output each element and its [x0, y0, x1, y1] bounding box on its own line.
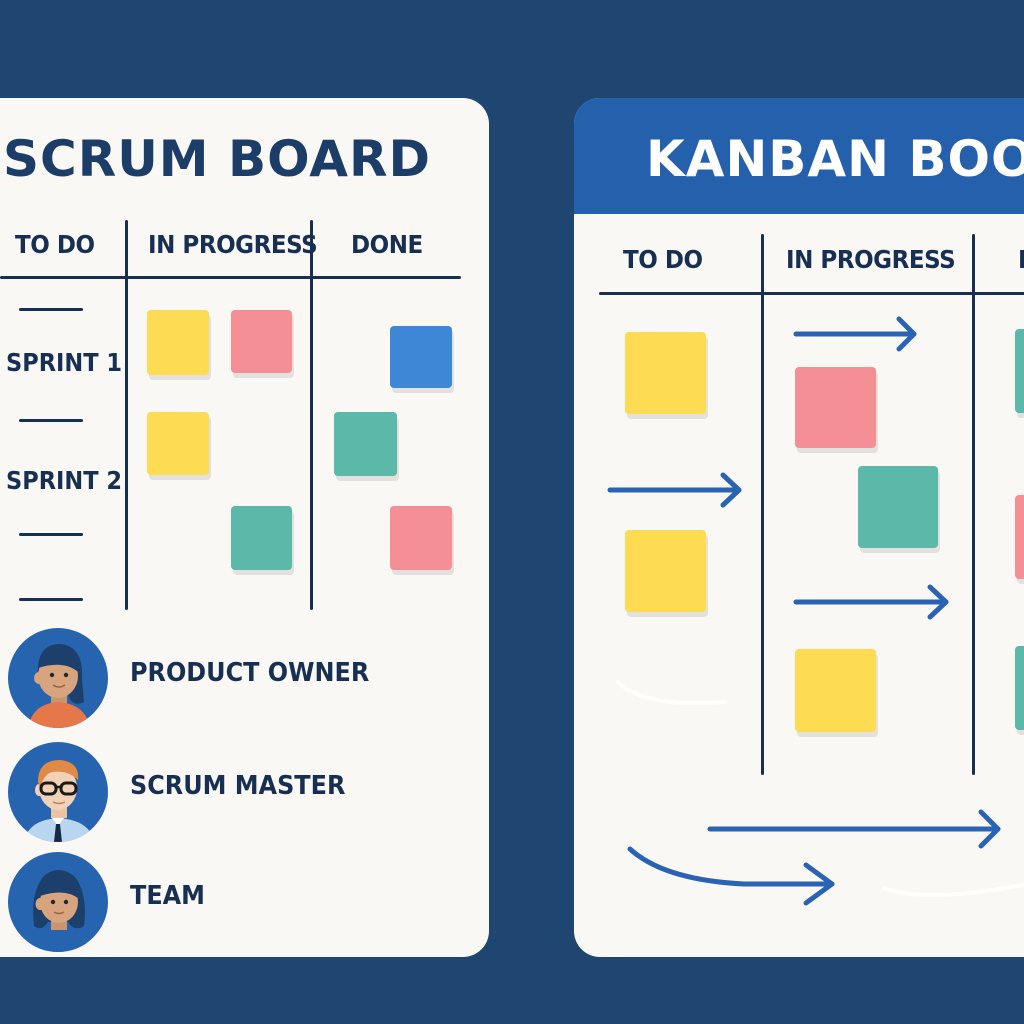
- scrum-master-label: SCRUM MASTER: [130, 771, 346, 801]
- kanban-column-header-in-progress: IN PROGRESS: [786, 245, 956, 274]
- kanban-column-divider: [761, 234, 764, 775]
- team-avatar: [8, 852, 108, 952]
- woman-avatar-icon: [28, 870, 90, 952]
- curved-flow-arrow-icon: [627, 846, 835, 906]
- scrum-board-title: SCRUM BOARD: [3, 130, 431, 188]
- scrum-column-header-in-progress: IN PROGRESS: [148, 230, 318, 259]
- sticky-note-yellow[interactable]: [795, 649, 876, 732]
- sticky-note-teal[interactable]: [1015, 646, 1024, 730]
- product-owner-label: PRODUCT OWNER: [130, 658, 370, 688]
- kanban-column-header-done: D: [1018, 245, 1024, 274]
- row-marker: [19, 419, 83, 422]
- sticky-note-blue[interactable]: [390, 326, 452, 388]
- sticky-note-pink[interactable]: [390, 506, 452, 570]
- row-marker: [19, 533, 83, 536]
- sticky-note-yellow[interactable]: [625, 332, 706, 414]
- man-glasses-avatar-icon: [24, 760, 94, 842]
- flow-arrow-icon: [793, 316, 917, 352]
- sprint-2-label: SPRINT 2: [6, 466, 123, 495]
- flow-arrow-icon: [707, 809, 1001, 849]
- sticky-note-teal[interactable]: [1015, 329, 1024, 413]
- kanban-column-divider: [972, 234, 975, 775]
- kanban-column-header-todo: TO DO: [623, 245, 703, 274]
- scrum-header-divider: [0, 276, 461, 279]
- kanban-board: KANBAN BOOI TO DO IN PROGRESS D: [574, 98, 1024, 957]
- flow-arrow-icon: [793, 584, 949, 620]
- sticky-note-yellow[interactable]: [625, 530, 706, 612]
- kanban-flow-arrows: [607, 316, 1024, 906]
- sticky-note-pink[interactable]: [231, 310, 292, 373]
- sticky-note-yellow[interactable]: [147, 310, 209, 375]
- scrum-column-header-done: DONE: [351, 230, 423, 259]
- product-owner-avatar: [8, 628, 108, 728]
- scrum-column-divider: [310, 220, 313, 610]
- scrum-column-header-todo: TO DO: [15, 230, 95, 259]
- team-label: TEAM: [130, 881, 205, 911]
- sprint-1-label: SPRINT 1: [6, 348, 123, 377]
- kanban-header-bar: [574, 98, 1024, 214]
- kanban-board-title: KANBAN BOOI: [646, 130, 1024, 188]
- scrum-column-divider: [125, 220, 128, 610]
- sticky-note-pink[interactable]: [795, 367, 876, 448]
- flow-arrow-icon: [607, 472, 742, 508]
- woman-avatar-icon: [28, 644, 90, 728]
- scrum-master-avatar: [8, 742, 108, 842]
- sticky-note-teal[interactable]: [334, 412, 397, 476]
- row-marker: [19, 598, 83, 601]
- kanban-header-divider: [599, 292, 1024, 295]
- row-marker: [19, 308, 83, 311]
- sticky-note-teal[interactable]: [231, 506, 292, 570]
- sticky-note-teal[interactable]: [858, 466, 938, 548]
- sticky-note-pink[interactable]: [1015, 495, 1024, 579]
- scrum-board: SCRUM BOARD TO DO IN PROGRESS DONE SPRIN…: [0, 98, 489, 957]
- sticky-note-yellow[interactable]: [147, 412, 209, 475]
